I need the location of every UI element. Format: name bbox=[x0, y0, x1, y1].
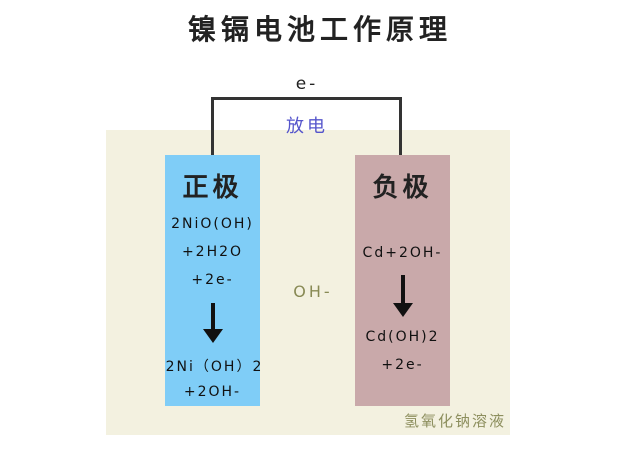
cathode-reaction-arrow bbox=[202, 303, 223, 343]
discharge-label: 放电 bbox=[286, 116, 328, 137]
anode-product-2: +2e- bbox=[381, 357, 424, 373]
anode-reactant-1: Cd+2OH- bbox=[362, 245, 443, 261]
positive-electrode-label: 正极 bbox=[182, 173, 243, 203]
positive-electrode: 正极 2NiO(OH) +2H2O +2e- 2Ni（OH）2 +2OH- bbox=[165, 155, 261, 406]
anode-reaction-arrow bbox=[392, 275, 413, 319]
cathode-product-1: 2Ni（OH）2 bbox=[165, 359, 264, 375]
external-wire-left bbox=[211, 97, 214, 155]
cathode-reactant-2: +2H2O bbox=[181, 244, 244, 260]
negative-electrode: 负极 Cd+2OH- Cd(OH)2 +2e- bbox=[355, 155, 450, 406]
cathode-reactant-1: 2NiO(OH) bbox=[171, 216, 254, 232]
anode-product-1: Cd(OH)2 bbox=[365, 329, 440, 345]
external-wire-right bbox=[399, 97, 402, 155]
diagram-title: 镍镉电池工作原理 bbox=[187, 13, 452, 46]
hydroxide-ion-label: OH- bbox=[293, 282, 333, 301]
external-wire-top bbox=[211, 97, 402, 100]
cathode-product-2: +2OH- bbox=[183, 384, 242, 400]
cathode-reactant-3: +2e- bbox=[191, 272, 234, 288]
electron-label: e- bbox=[295, 74, 319, 94]
sodium-hydroxide-solution-label: 氢氧化钠溶液 bbox=[403, 412, 506, 430]
negative-electrode-label: 负极 bbox=[372, 173, 433, 203]
